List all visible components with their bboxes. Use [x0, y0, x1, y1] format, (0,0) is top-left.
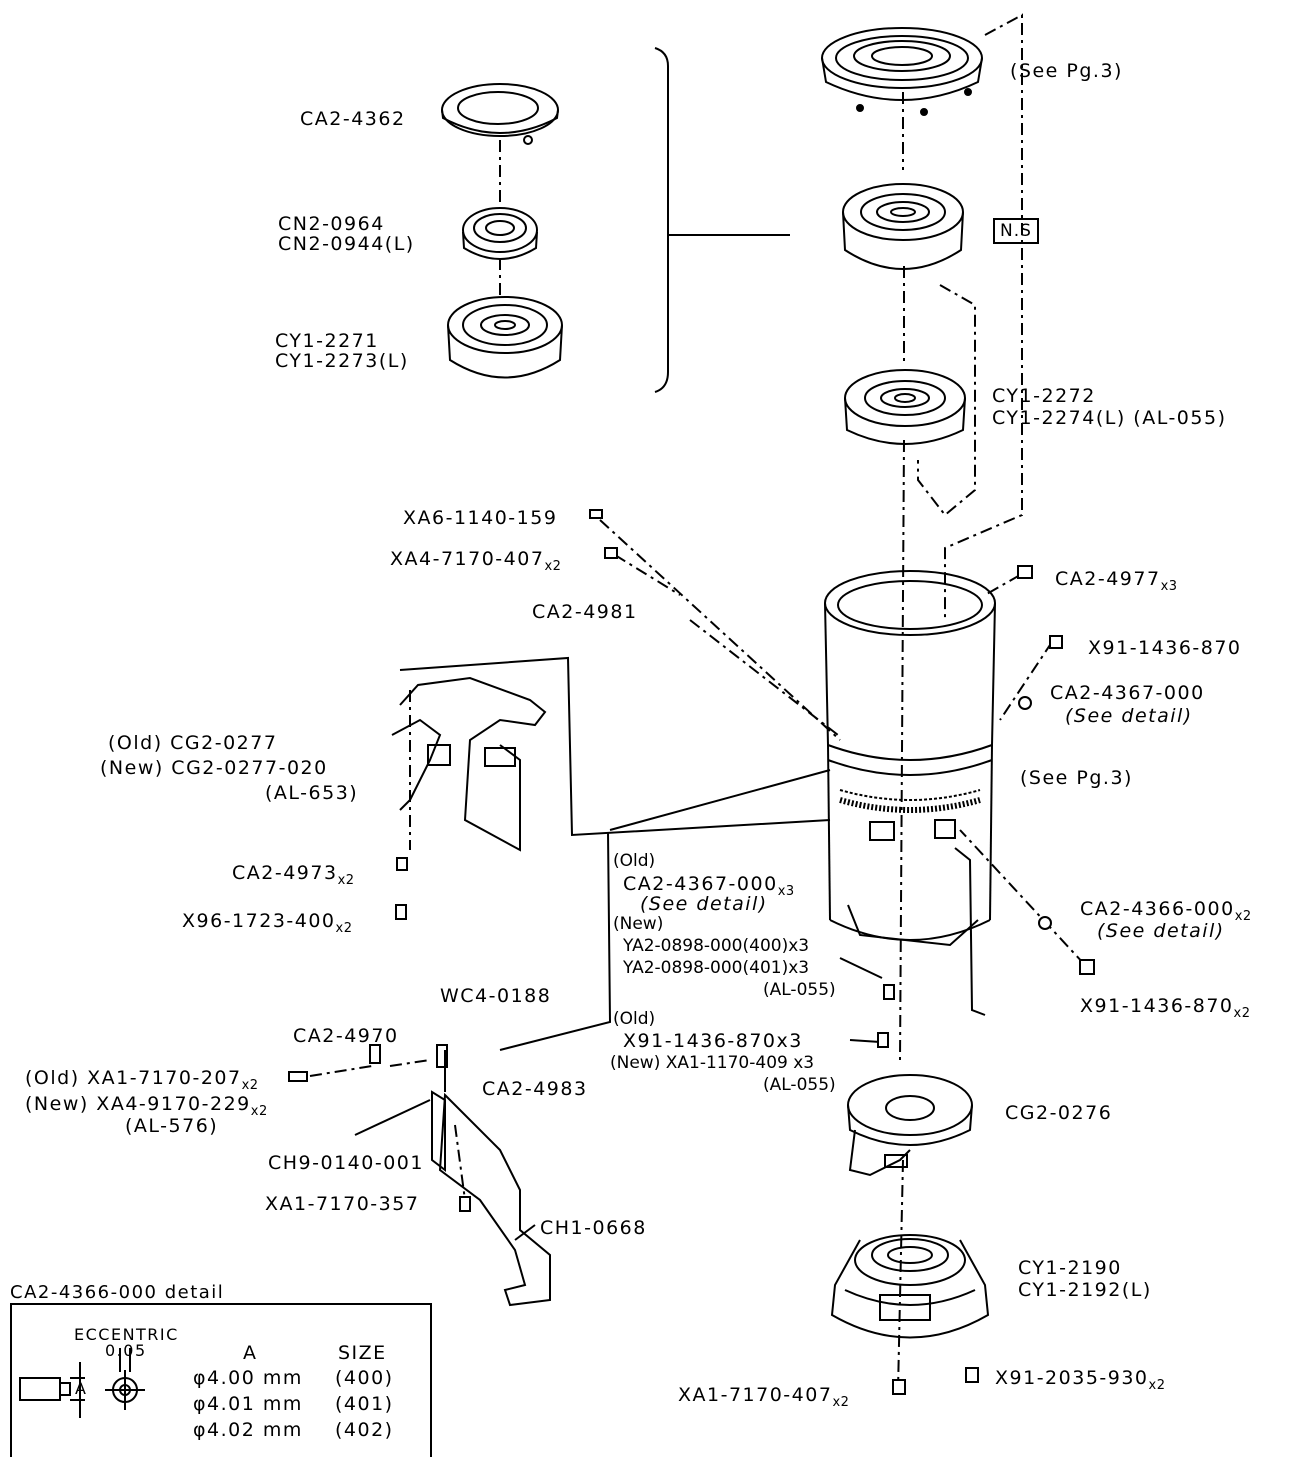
label-al-055-1: (AL-055) [763, 980, 836, 1000]
label-cy1-2192l: CY1-2192(L) [1018, 1279, 1152, 1301]
label-ns-box: N.S [993, 218, 1039, 244]
label-x91-1436-870: X91-1436-870 [1088, 637, 1242, 659]
group-bracket [654, 47, 669, 393]
label-x91-1436-870x3: X91-1436-870x3 [623, 1030, 803, 1052]
label-cn2-0964: CN2-0964 [278, 213, 385, 235]
label-ca2-4981: CA2-4981 [532, 601, 638, 623]
label-x91-1436-870x2: X91-1436-870x2 [1080, 995, 1251, 1021]
label-al-576: (AL-576) [125, 1115, 219, 1137]
label-ca2-4983: CA2-4983 [482, 1078, 588, 1100]
label-see-detail-3: (See detail) [1097, 920, 1225, 942]
label-xa1-7170-407: XA1-7170-407x2 [678, 1384, 850, 1410]
screws [288, 509, 1095, 1395]
detail-eccentric: ECCENTRIC [74, 1325, 179, 1344]
lens-cy1-2272 [844, 369, 966, 445]
detail-row-size: (400) [335, 1367, 394, 1389]
label-cy1-2190: CY1-2190 [1018, 1257, 1122, 1279]
label-xa1-7170-357: XA1-7170-357 [265, 1193, 420, 1215]
detail-col-a: A [243, 1342, 258, 1364]
label-cy1-2274l: CY1-2274(L) (AL-055) [992, 407, 1227, 429]
label-x96-1723-400: X96-1723-400x2 [182, 910, 353, 936]
detail-row-size: (401) [335, 1393, 394, 1415]
label-see-pg3-mid: (See Pg.3) [1020, 767, 1133, 789]
label-see-detail-2: (See detail) [640, 893, 768, 915]
label-old-2: (Old) [613, 1009, 656, 1029]
label-ya2-401: YA2-0898-000(401)x3 [623, 958, 810, 978]
label-ca2-4367-000x3: CA2-4367-000x3 [623, 873, 795, 899]
label-ca2-4970: CA2-4970 [293, 1025, 399, 1047]
detail-row-size: (402) [335, 1419, 394, 1441]
detail-row-a: φ4.00 mm [193, 1367, 303, 1389]
detail-drawing [19, 1348, 145, 1418]
label-new-xa1-1170-409: (New) XA1-1170-409 x3 [610, 1053, 815, 1073]
label-old-xa1-7170-207: (Old) XA1-7170-207x2 [25, 1067, 259, 1093]
label-ca2-4362: CA2-4362 [300, 108, 406, 130]
detail-row-a: φ4.02 mm [193, 1419, 303, 1441]
label-ca2-4367-000: CA2-4367-000 [1050, 682, 1205, 704]
lens-group-ns [842, 183, 964, 270]
label-ch1-0668: CH1-0668 [540, 1217, 647, 1239]
label-new-1: (New) [613, 914, 664, 934]
label-cn2-0944l: CN2-0944(L) [278, 233, 415, 255]
label-new-xa4-9170-229: (New) XA4-9170-229x2 [25, 1093, 268, 1119]
main-barrel [824, 570, 996, 1016]
label-old-cg2-0277: (Old) CG2-0277 [108, 732, 278, 754]
label-xa6-1140-159: XA6-1140-159 [403, 507, 558, 529]
label-ca2-4977: CA2-4977x3 [1055, 568, 1178, 594]
label-cy1-2272: CY1-2272 [992, 385, 1096, 407]
label-ya2-400: YA2-0898-000(400)x3 [623, 936, 810, 956]
label-ca2-4366-000: CA2-4366-000x2 [1080, 898, 1252, 924]
label-xa4-7170-407: XA4-7170-407x2 [390, 548, 562, 574]
label-ch9-0140-001: CH9-0140-001 [268, 1152, 424, 1174]
detail-dim-label: A [75, 1379, 88, 1398]
detail-ecc-value: 0.05 [105, 1341, 147, 1360]
top-lens-part [821, 27, 983, 116]
label-old-1: (Old) [613, 851, 656, 871]
detail-col-size: SIZE [338, 1342, 387, 1364]
label-see-pg3-top: (See Pg.3) [1010, 60, 1123, 82]
lens-cn2-0964 [462, 207, 538, 260]
label-x91-2035-930: X91-2035-930x2 [995, 1367, 1166, 1393]
label-new-cg2-0277-020: (New) CG2-0277-020 [100, 757, 328, 779]
part-cg2-0276 [847, 1074, 973, 1177]
part-cy1-2190 [830, 1234, 990, 1339]
label-wc4-0188: WC4-0188 [440, 985, 552, 1007]
label-cy1-2271: CY1-2271 [275, 330, 379, 352]
part-ch1-0668 [369, 1044, 551, 1307]
label-cy1-2273l: CY1-2273(L) [275, 350, 409, 372]
part-cg2-0277 [391, 676, 547, 871]
detail-row-a: φ4.01 mm [193, 1393, 303, 1415]
ring-ca2-4362 [441, 83, 559, 145]
lens-cy1-2271 [447, 296, 563, 379]
label-al-055-2: (AL-055) [763, 1075, 836, 1095]
detail-title: CA2-4366-000 detail [10, 1282, 225, 1303]
label-ca2-4973: CA2-4973x2 [232, 862, 355, 888]
label-cg2-0276: CG2-0276 [1005, 1102, 1113, 1124]
label-al-653: (AL-653) [265, 782, 359, 804]
label-see-detail-1: (See detail) [1065, 705, 1193, 727]
detail-box [10, 1303, 432, 1457]
